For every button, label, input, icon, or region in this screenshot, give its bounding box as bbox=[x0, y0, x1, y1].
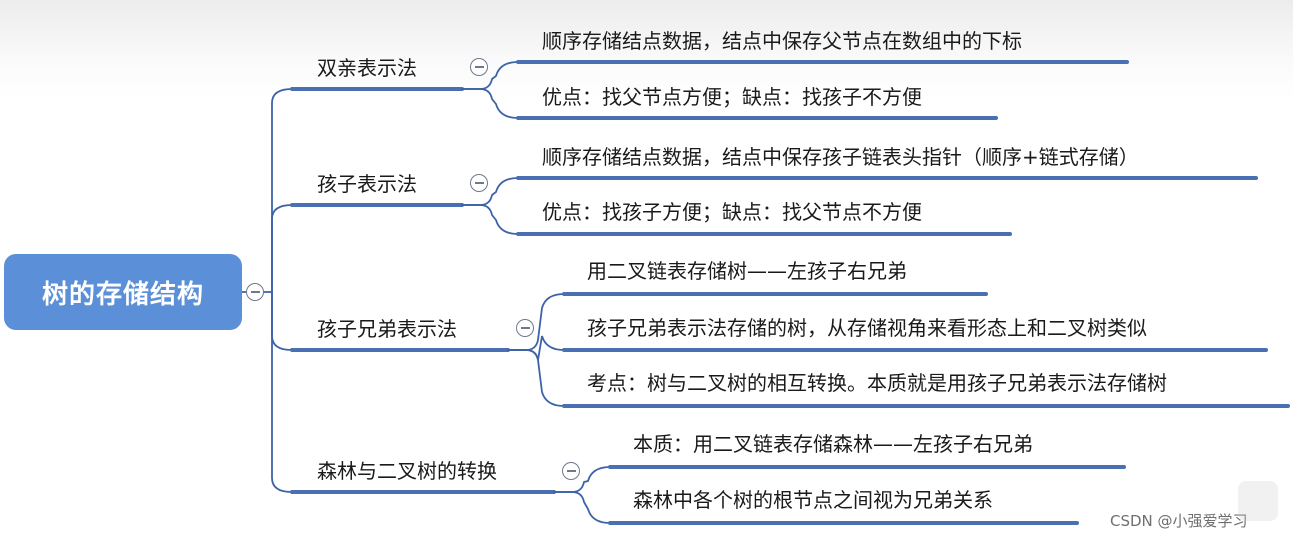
collapse-icon[interactable] bbox=[562, 462, 580, 480]
connector-path bbox=[271, 204, 293, 293]
leaf-text: 森林中各个树的根节点之间视为兄弟关系 bbox=[633, 488, 993, 512]
connector-path bbox=[271, 291, 293, 493]
collapse-icon[interactable] bbox=[470, 58, 488, 76]
leaf-text: 孩子兄弟表示法存储的树，从存储视角来看形态上和二叉树类似 bbox=[587, 316, 1147, 340]
branch-child-sibling-representation[interactable]: 孩子兄弟表示法 bbox=[317, 317, 457, 341]
watermark: CSDN @小强爱学习 bbox=[1110, 512, 1248, 530]
root-node[interactable]: 树的存储结构 bbox=[4, 254, 242, 330]
connector-path bbox=[271, 291, 293, 351]
leaf-text: 优点：找父节点方便；缺点：找孩子不方便 bbox=[542, 85, 922, 109]
branch-parent-representation[interactable]: 双亲表示法 bbox=[317, 56, 417, 80]
leaf-text: 优点：找孩子方便；缺点：找父节点不方便 bbox=[542, 200, 922, 224]
connector-path bbox=[507, 293, 565, 351]
root-collapse-icon[interactable] bbox=[246, 283, 264, 301]
connector-path bbox=[461, 88, 519, 119]
collapse-icon[interactable] bbox=[516, 319, 534, 337]
collapse-icon[interactable] bbox=[470, 174, 488, 192]
connector-path bbox=[461, 204, 519, 235]
play-icon[interactable] bbox=[1238, 481, 1278, 521]
connector-path bbox=[507, 349, 565, 407]
leaf-text: 用二叉链表存储树——左孩子右兄弟 bbox=[587, 259, 907, 283]
connector-path bbox=[271, 88, 293, 293]
leaf-text: 考点：树与二叉树的相互转换。本质就是用孩子兄弟表示法存储树 bbox=[587, 371, 1167, 395]
leaf-text: 本质：用二叉链表存储森林——左孩子右兄弟 bbox=[633, 432, 1033, 456]
leaf-text: 顺序存储结点数据，结点中保存父节点在数组中的下标 bbox=[542, 29, 1022, 53]
leaf-text: 顺序存储结点数据，结点中保存孩子链表头指针（顺序+链式存储） bbox=[542, 145, 1139, 169]
connector-path bbox=[553, 491, 611, 524]
branch-child-representation[interactable]: 孩子表示法 bbox=[317, 172, 417, 196]
branch-forest-binary-conversion[interactable]: 森林与二叉树的转换 bbox=[317, 459, 497, 483]
